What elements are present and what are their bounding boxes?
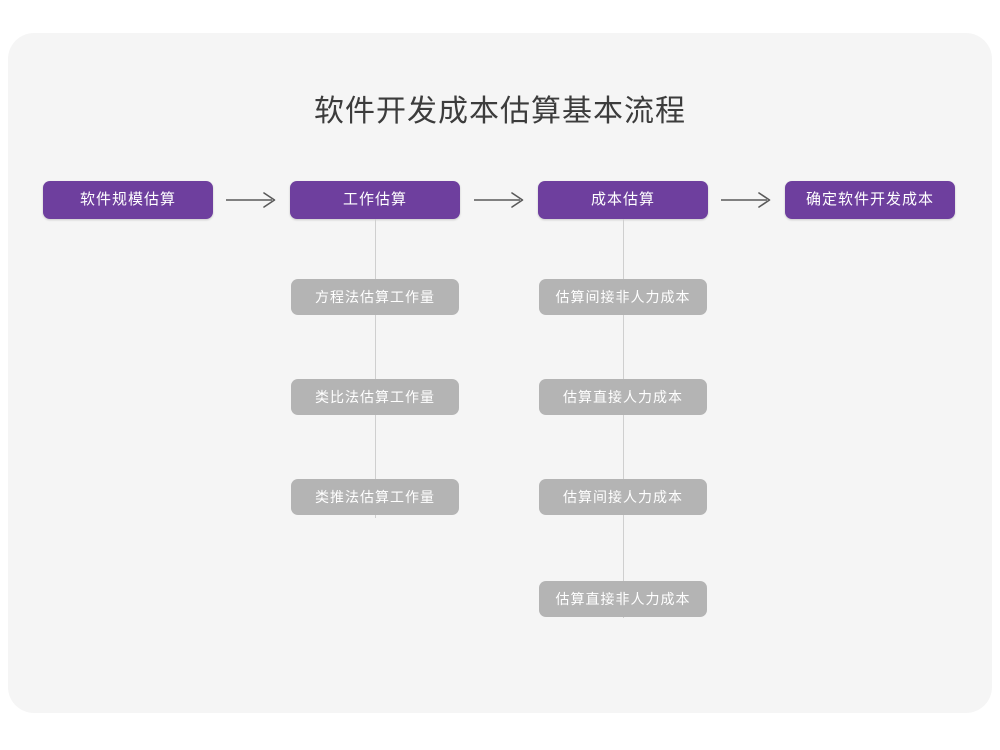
substep-box-direct-labor-cost[interactable]: 估算直接人力成本: [539, 379, 707, 415]
connector-line-effort-column: [375, 219, 376, 518]
stage-box-software-size-estimation[interactable]: 软件规模估算: [43, 181, 213, 219]
stage-box-cost-estimation[interactable]: 成本估算: [538, 181, 708, 219]
right-arrow-icon: [719, 188, 775, 212]
right-arrow-icon: [224, 188, 280, 212]
substep-box-equation-method-effort[interactable]: 方程法估算工作量: [291, 279, 459, 315]
substep-box-indirect-labor-cost[interactable]: 估算间接人力成本: [539, 479, 707, 515]
right-arrow-icon: [472, 188, 528, 212]
substep-box-direct-nonlabor-cost[interactable]: 估算直接非人力成本: [539, 581, 707, 617]
substep-box-analogy-method-effort[interactable]: 类比法估算工作量: [291, 379, 459, 415]
substep-box-indirect-nonlabor-cost[interactable]: 估算间接非人力成本: [539, 279, 707, 315]
stage-box-determine-development-cost[interactable]: 确定软件开发成本: [785, 181, 955, 219]
page-title: 软件开发成本估算基本流程: [314, 95, 686, 128]
substep-box-analogical-method-effort[interactable]: 类推法估算工作量: [291, 479, 459, 515]
diagram-card-background: [8, 33, 992, 713]
connector-line-cost-column: [623, 219, 624, 618]
stage-box-effort-estimation[interactable]: 工作估算: [290, 181, 460, 219]
